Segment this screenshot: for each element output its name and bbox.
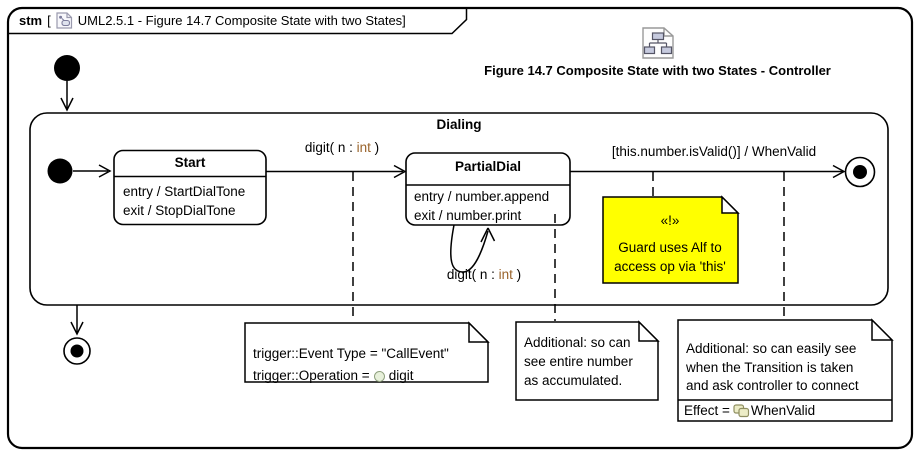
- note-effect-line2: when the Transition is taken: [686, 359, 854, 375]
- transition-guard-effect-label: [this.number.isValid()] / WhenValid: [611, 144, 817, 159]
- state-start-body: entry / StartDialTone exit / StopDialTon…: [123, 182, 245, 221]
- note-effect-line3: and ask controller to connect: [686, 378, 859, 393]
- state-partialdial-entry: entry / number.append: [414, 189, 550, 204]
- exit-transition-and-final-state: [63, 305, 91, 365]
- frame-label-tab: [9, 9, 468, 35]
- note-number-shape: [515, 320, 660, 401]
- final-state-inner: [844, 156, 876, 188]
- note-guard-line1: Guard uses Alf to: [618, 240, 722, 255]
- self-transition-digit-label: digit( n : int ): [423, 267, 545, 282]
- frame-title: UML2.5.1 - Figure 14.7 Composite State w…: [77, 13, 406, 28]
- digit-label-type: int: [498, 267, 513, 282]
- transition-start-to-partialdial: [266, 164, 407, 179]
- note-number-line3: as accumulated.: [524, 373, 623, 388]
- composite-state-title: Dialing: [436, 117, 482, 132]
- state-partialdial-border: [405, 152, 571, 226]
- note-trigger-line1: trigger::Event Type = "CallEvent": [253, 346, 449, 361]
- note-guard-stereotype: «!»: [660, 213, 680, 228]
- note-guard-text: Guard uses Alf to access op via 'this': [604, 238, 736, 276]
- frame-bracket: [: [47, 13, 51, 28]
- note-effect-shape: [677, 318, 894, 422]
- initial-pseudostate-top: [54, 55, 80, 112]
- self-transition-loop: [450, 224, 496, 273]
- state-machine-diagram-icon: [56, 12, 72, 29]
- diagram-frame-border: [6, 6, 914, 450]
- initial-pseudostate-inner: [47, 158, 112, 184]
- digit-label-suffix: ): [512, 267, 522, 282]
- operation-circle-icon: [373, 370, 385, 382]
- digit-label-type: int: [356, 140, 371, 155]
- note-trigger-operation-name: digit: [388, 368, 414, 383]
- state-partialdial-body: entry / number.append exit / number.prin…: [414, 188, 549, 225]
- frame-label: stm [ UML2.5.1 - Figure 14.7 Composite S…: [19, 12, 406, 29]
- state-partialdial-name: PartialDial: [454, 159, 522, 174]
- note-effect-behavior-name: WhenValid: [750, 403, 816, 418]
- note-number-line2: see entire number: [524, 354, 633, 369]
- note-guard-line2: access op via 'this': [614, 259, 726, 274]
- note-effect-label: Effect =: [684, 403, 730, 418]
- note-effect-compartment: Effect = WhenValid: [684, 403, 815, 418]
- digit-label-prefix: digit( n :: [446, 267, 499, 282]
- transition-partialdial-to-final: [570, 164, 846, 179]
- state-start-entry: entry / StartDialTone: [123, 183, 246, 199]
- frame-kind-keyword: stm: [19, 13, 43, 28]
- note-trigger-text: trigger::Event Type = "CallEvent" trigge…: [253, 343, 449, 387]
- note-guard-shape: [602, 195, 740, 284]
- note-trigger-operation-label: trigger::Operation =: [253, 368, 370, 383]
- digit-label-suffix: ): [370, 140, 380, 155]
- note-number-line1: Additional: so can: [524, 335, 631, 350]
- note-trigger-shape: [244, 321, 490, 383]
- state-partialdial-exit: exit / number.print: [414, 207, 522, 223]
- note-effect-text: Additional: so can easily see when the T…: [686, 340, 859, 396]
- state-start-border: [113, 149, 267, 226]
- note-trigger-line2: trigger::Operation = digit: [253, 365, 449, 387]
- behavior-icon: [733, 403, 750, 417]
- model-hierarchy-icon: [642, 27, 674, 59]
- figure-caption: Figure 14.7 Composite State with two Sta…: [484, 63, 831, 78]
- transition-digit-label: digit( n : int ): [281, 140, 403, 155]
- digit-label-prefix: digit( n :: [304, 140, 357, 155]
- state-start-exit: exit / StopDialTone: [123, 203, 236, 218]
- state-start-name: Start: [174, 155, 206, 170]
- note-effect-line1: Additional: so can easily see: [686, 341, 857, 356]
- note-number-text: Additional: so can see entire number as …: [524, 333, 633, 390]
